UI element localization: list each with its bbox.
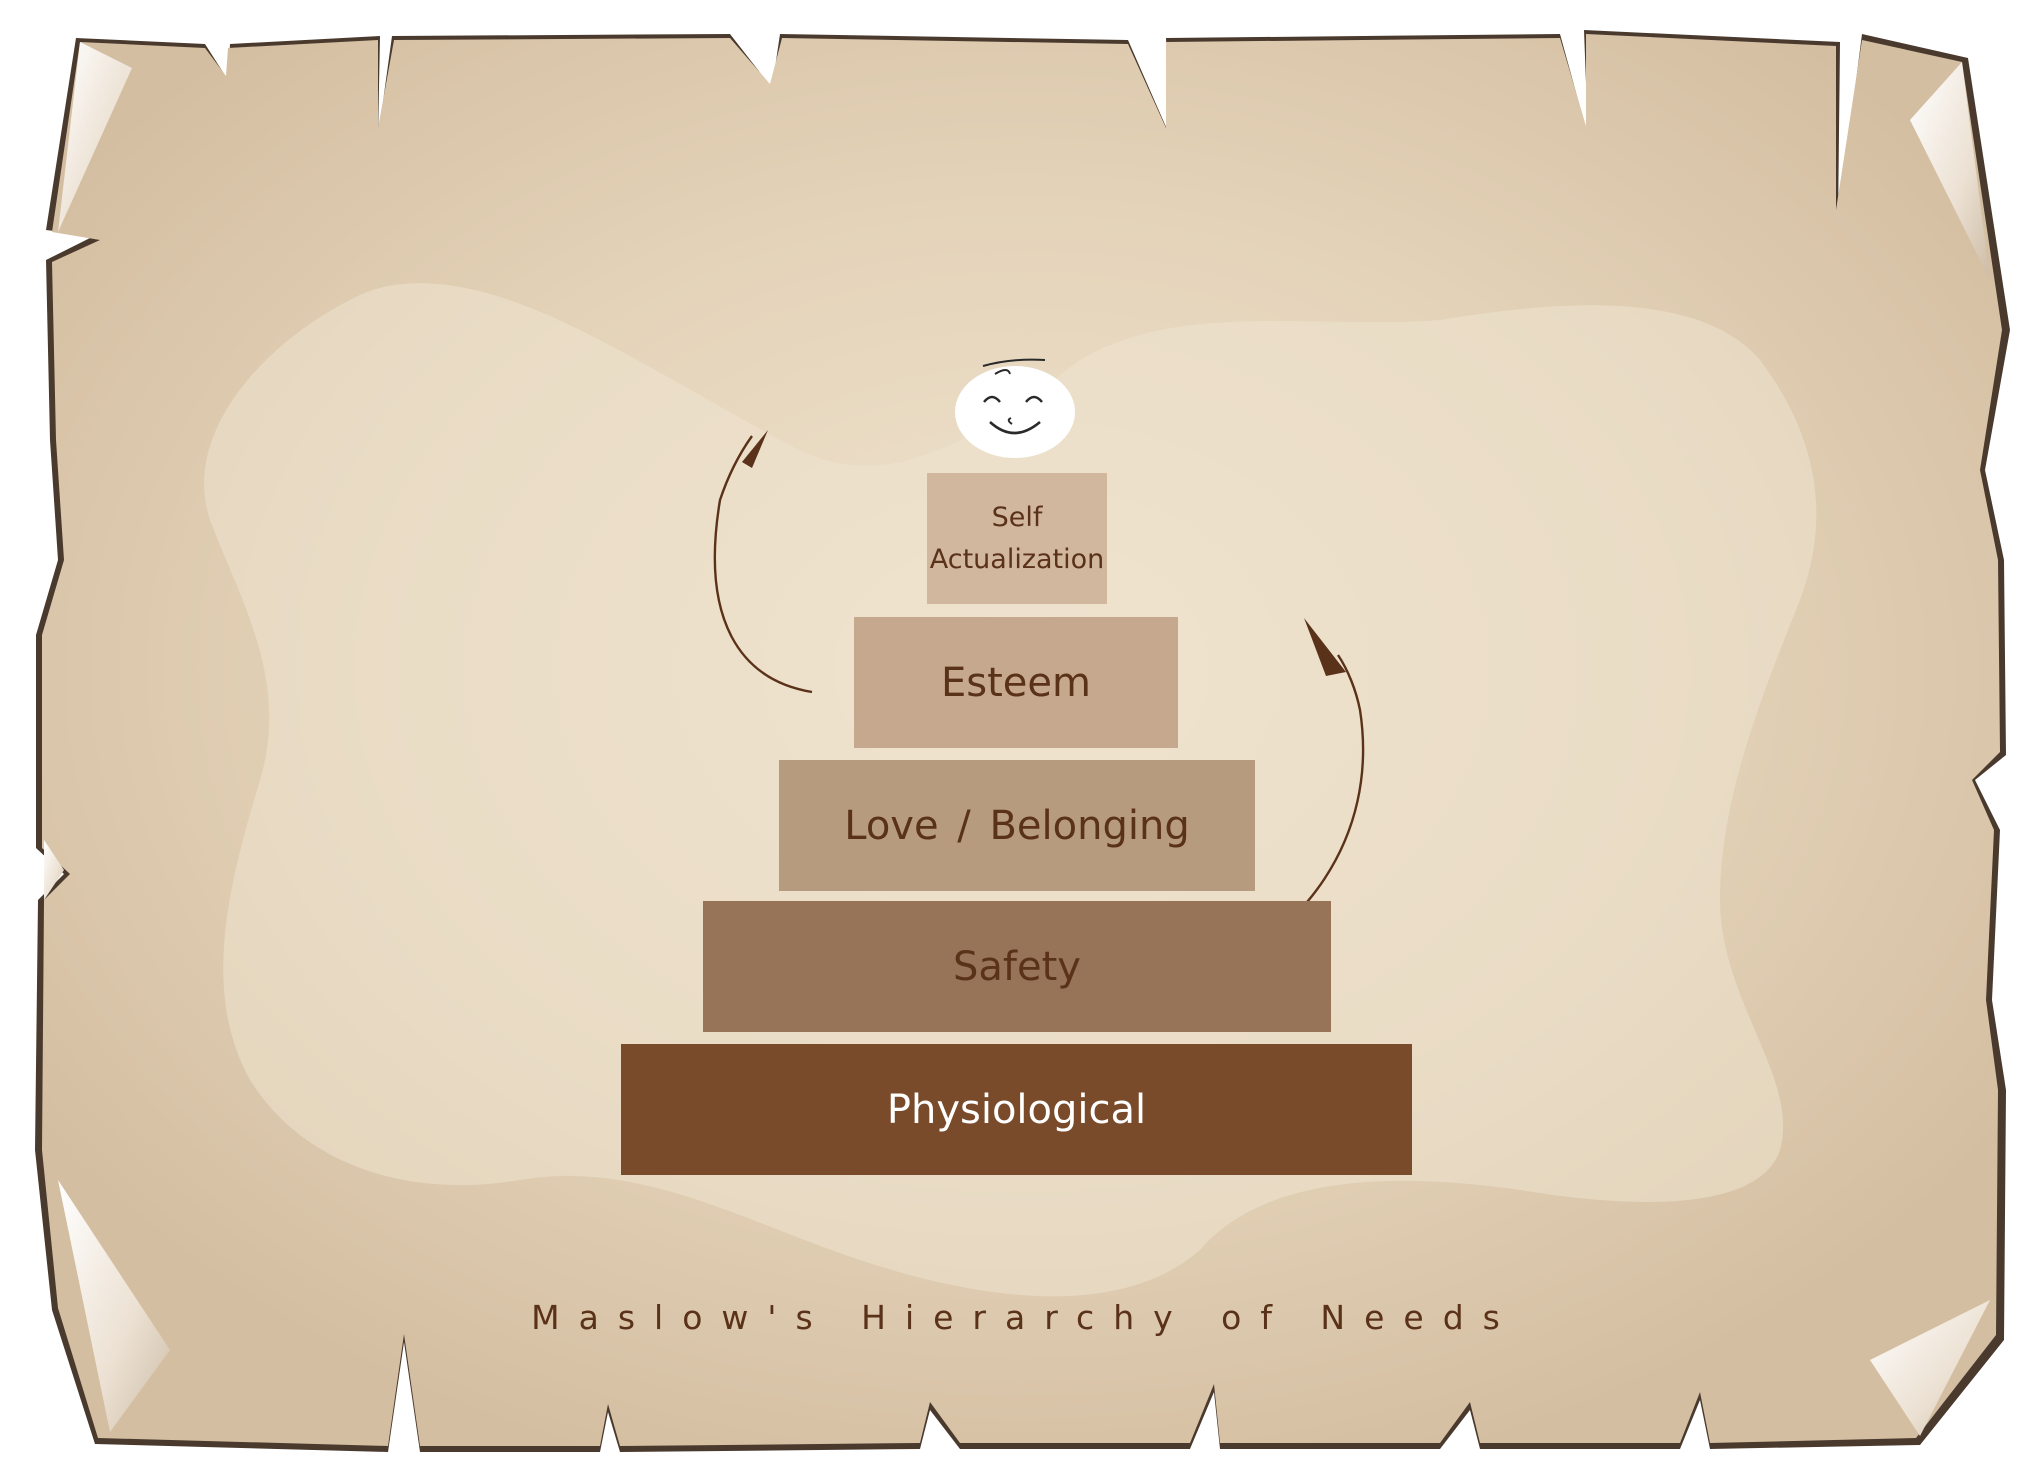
curved-arrow-icon-left bbox=[713, 430, 813, 694]
curl-top-right bbox=[1910, 62, 1990, 280]
tier-safety: Safety bbox=[703, 901, 1331, 1032]
tier-label: Safety bbox=[953, 943, 1081, 990]
curl-bottom-left bbox=[58, 1180, 170, 1432]
smiling-face-icon bbox=[955, 358, 1075, 458]
curl-top-left bbox=[58, 42, 132, 232]
tier-label: Love / Belonging bbox=[844, 802, 1190, 849]
diagram-title: Maslow's Hierarchy of Needs bbox=[531, 1298, 1519, 1337]
tier-self-actualization: Self Actualization bbox=[927, 473, 1107, 604]
tier-esteem: Esteem bbox=[854, 617, 1178, 748]
tier-label: Esteem bbox=[941, 659, 1091, 706]
tier-label: Self Actualization bbox=[929, 501, 1105, 575]
tier-love-belonging: Love / Belonging bbox=[779, 760, 1255, 891]
tier-physiological: Physiological bbox=[621, 1044, 1412, 1175]
curl-left-mid bbox=[44, 840, 64, 900]
curl-bottom-right bbox=[1870, 1300, 1990, 1436]
tier-label: Physiological bbox=[886, 1086, 1147, 1133]
